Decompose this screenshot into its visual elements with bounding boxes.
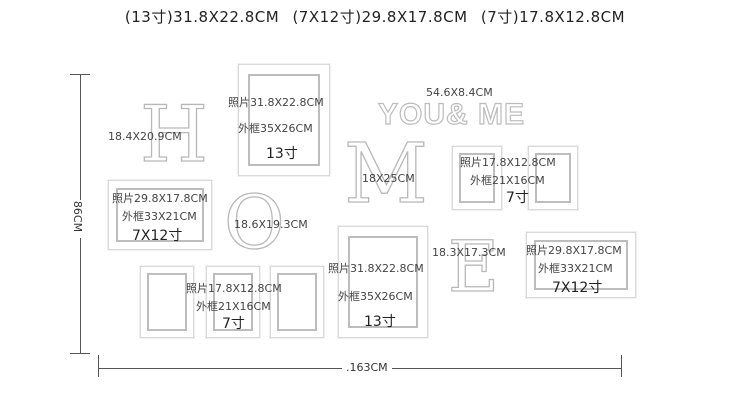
frame-7-inch-bottom-3 <box>270 266 324 338</box>
letter-o: O <box>223 180 285 266</box>
top-frame-outer-size: 外框35X26CM <box>238 122 313 135</box>
youme-dimension-label: 54.6X8.4CM <box>426 86 493 99</box>
top-frame-inch-size: 13寸 <box>266 146 298 162</box>
bottom-frame-photo-size: 照片17.8X12.8CM <box>186 282 282 295</box>
height-label: 86CM <box>71 200 85 233</box>
frame-7-inch-right-1 <box>452 146 502 210</box>
right-frame-photo-size: 照片29.8X17.8CM <box>526 244 622 257</box>
right-small-inch-size: 7寸 <box>506 190 529 206</box>
width-label: .163CM <box>342 361 392 374</box>
frame-7-inch-bottom-1 <box>140 266 194 338</box>
top-frame-photo-size: 照片31.8X22.8CM <box>228 96 324 109</box>
center-frame-inch-size: 13寸 <box>364 314 396 330</box>
left-frame-photo-size: 照片29.8X17.8CM <box>112 192 208 205</box>
you-and-me-text: YOU& ME <box>377 98 526 131</box>
right-small-photo-size: 照片17.8X12.8CM <box>460 156 556 169</box>
height-tick-top <box>70 74 90 75</box>
size-13-inch: (13寸)31.8X22.8CM <box>124 8 280 26</box>
width-tick-left <box>98 355 99 377</box>
m-dimension-label: 18X25CM <box>362 172 415 185</box>
left-frame-outer-size: 外框33X21CM <box>122 210 197 223</box>
right-small-outer-size: 外框21X16CM <box>470 174 545 187</box>
letter-e: E <box>447 226 500 308</box>
height-tick-bottom <box>70 353 90 354</box>
frame-7-inch-bottom-2 <box>206 266 260 338</box>
frame-7x12-right <box>526 232 636 298</box>
frame-7-inch-right-2 <box>528 146 578 210</box>
frame-13-inch-top <box>238 64 330 176</box>
h-dimension-label: 18.4X20.9CM <box>108 130 182 143</box>
right-frame-inch-size: 7X12寸 <box>552 280 603 296</box>
size-header: (13寸)31.8X22.8CM (7X12寸)29.8X17.8CM (7寸)… <box>0 6 750 27</box>
center-frame-outer-size: 外框35X26CM <box>338 290 413 303</box>
letter-h: H <box>139 90 209 180</box>
letter-m: M <box>343 127 428 222</box>
frame-13-inch-center <box>338 226 428 338</box>
right-frame-outer-size: 外框33X21CM <box>538 262 613 275</box>
width-tick-right <box>621 355 622 377</box>
size-7-inch: (7寸)17.8X12.8CM <box>480 8 626 26</box>
bottom-frame-outer-size: 外框21X16CM <box>196 300 271 313</box>
center-frame-photo-size: 照片31.8X22.8CM <box>328 262 424 275</box>
o-dimension-label: 18.6X19.3CM <box>234 218 308 231</box>
left-frame-inch-size: 7X12寸 <box>132 228 183 244</box>
size-7x12-inch: (7X12寸)29.8X17.8CM <box>292 8 468 26</box>
frame-7x12-left <box>108 180 212 250</box>
bottom-frame-inch-size: 7寸 <box>222 316 245 332</box>
e-dimension-label: 18.3X17.3CM <box>432 246 506 259</box>
